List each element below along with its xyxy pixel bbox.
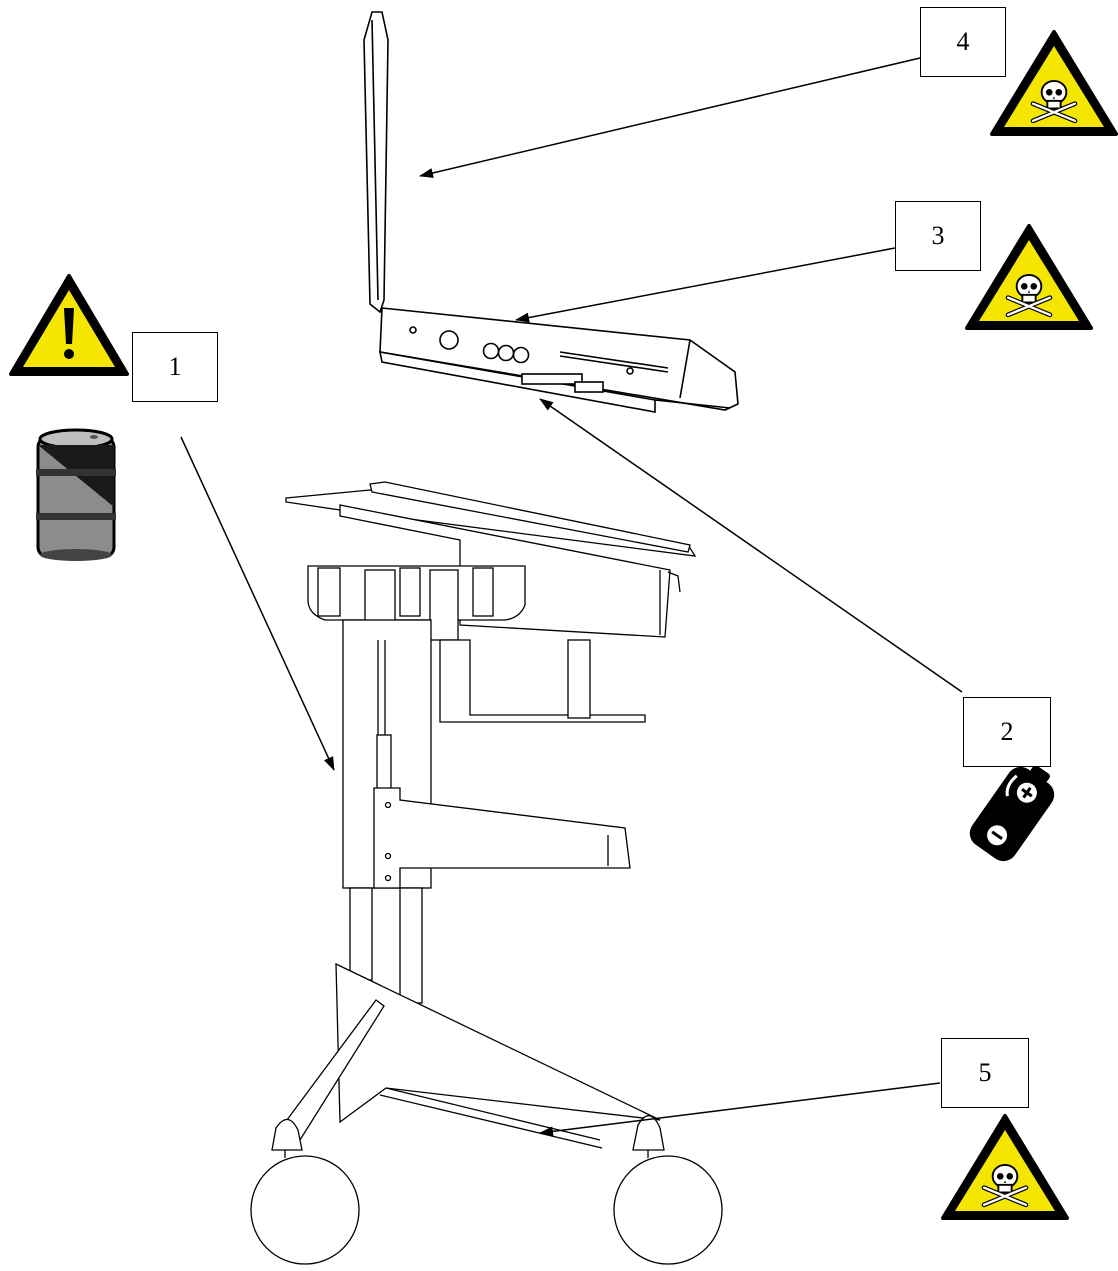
- toxic-skull-icon: [990, 30, 1118, 136]
- callout-2-label: 2: [1000, 717, 1014, 746]
- arrow-5: [539, 1082, 941, 1137]
- callout-3-label: 3: [931, 221, 945, 250]
- leader-arrows: [180, 57, 963, 1137]
- laptop-unit: [363, 11, 739, 413]
- callout-2: 2: [963, 697, 1051, 767]
- arrow-2: [539, 398, 963, 693]
- arrow-4: [419, 57, 921, 178]
- callout-5-label: 5: [978, 1058, 992, 1087]
- battery-icon: [969, 765, 1055, 862]
- cart-body: [250, 481, 723, 1265]
- callout-4: 4: [920, 7, 1006, 77]
- callout-1: 1: [132, 332, 218, 402]
- oil-barrel-icon: [36, 428, 116, 561]
- toxic-skull-icon: [965, 224, 1093, 330]
- callout-1-label: 1: [168, 352, 182, 381]
- arrow-1: [180, 436, 335, 771]
- callout-3: 3: [895, 201, 981, 271]
- callout-4-label: 4: [956, 27, 970, 56]
- toxic-skull-icon: [941, 1114, 1069, 1220]
- arrow-3: [515, 247, 896, 323]
- warning-icon: [9, 274, 129, 376]
- callout-5: 5: [941, 1038, 1029, 1108]
